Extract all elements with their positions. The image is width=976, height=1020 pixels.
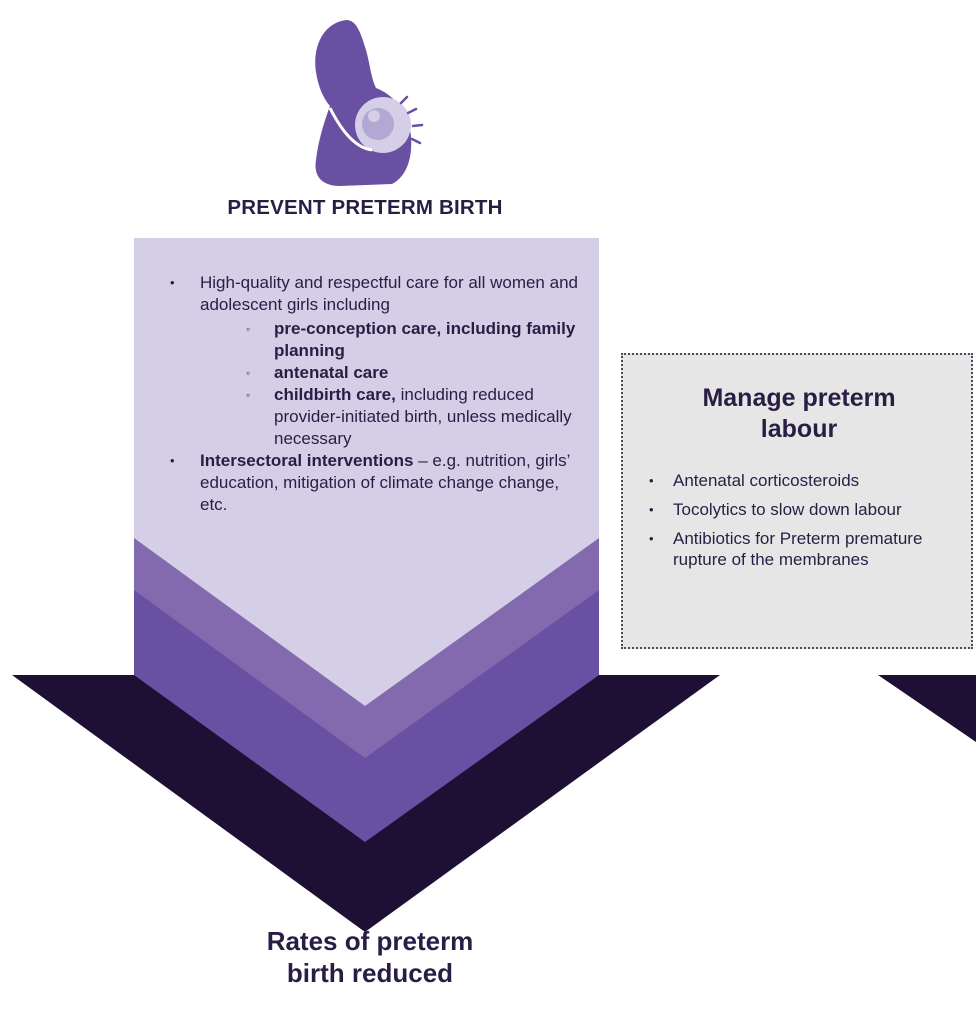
sub-list-item: ◦ antenatal care xyxy=(246,362,590,384)
manage-title-line2: labour xyxy=(760,415,838,443)
manage-item-text: Tocolytics to slow down labour xyxy=(673,500,902,519)
result-label: Rates of preterm birth reduced xyxy=(190,925,550,989)
circle-bullet-icon: ◦ xyxy=(246,388,251,402)
prevent-panel xyxy=(134,238,599,706)
circle-bullet-icon: ◦ xyxy=(246,366,251,380)
manage-item: • Antibiotics for Preterm premature ruptu… xyxy=(649,528,949,570)
list-item-text: – e.g. nutrition, girls’ education, miti… xyxy=(200,451,570,514)
bullet-icon: • xyxy=(649,531,654,546)
sub-item-bold: antenatal care xyxy=(274,363,389,382)
list-item: • High-quality and respectful care for a… xyxy=(170,272,590,450)
manage-item-text: Antibiotics for Preterm premature ruptur… xyxy=(673,529,923,569)
prevent-list: • High-quality and respectful care for a… xyxy=(170,272,590,516)
dark-arrow-right-partial xyxy=(878,675,976,742)
bullet-icon: • xyxy=(170,275,175,290)
manage-title-line1: Manage preterm xyxy=(702,384,896,412)
sub-item-bold: childbirth care, xyxy=(274,385,396,404)
sub-item-bold: pre-conception care, including family pl… xyxy=(274,319,576,360)
manage-list: • Antenatal corticosteroids • Tocolytics t… xyxy=(649,470,949,578)
manage-item: • Tocolytics to slow down labour xyxy=(649,499,949,520)
manage-preterm-box: Manage preterm labour • Antenatal cortico… xyxy=(621,353,973,649)
sub-list: ◦ pre-conception care, including family … xyxy=(200,318,590,450)
circle-bullet-icon: ◦ xyxy=(246,322,251,336)
manage-item: • Antenatal corticosteroids xyxy=(649,470,949,491)
result-line1: Rates of preterm xyxy=(266,926,474,956)
list-item-text: High-quality and respectful care for all… xyxy=(200,273,578,314)
manage-item-text: Antenatal corticosteroids xyxy=(673,471,860,490)
prevent-heading: PREVENT PRETERM BIRTH xyxy=(227,196,503,219)
result-line2: birth reduced xyxy=(286,958,454,988)
list-item-bold: Intersectoral interventions xyxy=(200,451,414,470)
bullet-icon: • xyxy=(649,502,654,517)
manage-title: Manage preterm labour xyxy=(623,383,975,445)
bullet-icon: • xyxy=(649,473,654,488)
sub-list-item: ◦ childbirth care, including reduced pro… xyxy=(246,384,590,450)
list-item: • Intersectoral interventions – e.g. nut… xyxy=(170,450,590,516)
sub-list-item: ◦ pre-conception care, including family … xyxy=(246,318,590,362)
sub-item-text: including reduced provider-initiated bir… xyxy=(274,385,572,448)
pregnant-woman-icon xyxy=(315,20,424,186)
bullet-icon: • xyxy=(170,453,175,468)
